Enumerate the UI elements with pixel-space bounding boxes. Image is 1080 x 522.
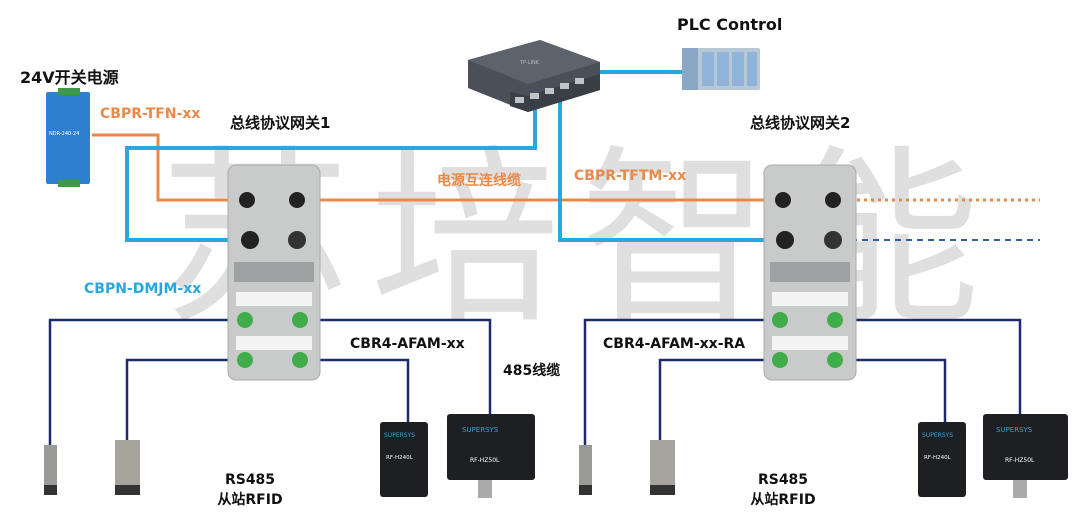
- left-group-line2: 从站RFID: [217, 492, 283, 508]
- power-supply-title: 24V开关电源: [20, 68, 119, 87]
- rfid-small-right: SUPERSYS RF-H240L: [918, 422, 966, 497]
- network-switch-device: TP-LINK: [468, 40, 600, 112]
- plc-title: PLC Control: [677, 15, 783, 34]
- rfid-large-right: SUPERSYS RF-HZ50L: [983, 414, 1068, 498]
- svg-text:RF-HZ50L: RF-HZ50L: [1005, 457, 1035, 464]
- proximity-sensors: [44, 440, 675, 495]
- right-group-line2: 从站RFID: [750, 492, 816, 508]
- gateway2-device: [763, 164, 857, 381]
- plc-device: [682, 48, 760, 90]
- rs485-cable-label: 485线缆: [503, 363, 561, 379]
- left-group-line1: RS485: [224, 472, 276, 488]
- ethernet-cable-gateway1: [125, 82, 537, 242]
- gateway2-title: 总线协议网关2: [750, 114, 851, 132]
- power-feed-cable-label: CBPR-TFN-xx: [100, 106, 201, 122]
- rfid-small-left: SUPERSYS RF-H240L: [380, 422, 428, 497]
- power-supply-device: NDR-240-24: [46, 88, 90, 187]
- svg-text:RF-H240L: RF-H240L: [386, 455, 414, 461]
- power-link-model-label: CBPR-TFTM-xx: [574, 168, 687, 184]
- gateway1-device: [227, 164, 321, 381]
- svg-text:SUPERSYS: SUPERSYS: [462, 426, 499, 434]
- rfid-readers: SUPERSYS RF-H240L SUPERSYS RF-HZ50L SUPE…: [380, 414, 1068, 498]
- sensor-cable-2-label: CBR4-AFAM-xx-RA: [603, 336, 746, 352]
- svg-text:RF-H240L: RF-H240L: [924, 455, 952, 461]
- sensor-cable-1-label: CBR4-AFAM-xx: [350, 336, 465, 352]
- ethernet-cable-label: CBPN-DMJM-xx: [84, 281, 202, 297]
- gateway1-title: 总线协议网关1: [230, 114, 331, 132]
- sensor-cables: [48, 318, 1022, 445]
- svg-text:SUPERSYS: SUPERSYS: [384, 432, 415, 439]
- right-group-line1: RS485: [757, 472, 809, 488]
- svg-text:RF-HZ50L: RF-HZ50L: [470, 457, 500, 464]
- ethernet-cables: [125, 70, 785, 242]
- switch-brand-text: TP-LINK: [519, 60, 540, 66]
- power-cables: [92, 133, 1040, 202]
- left-rfid-group-label: RS485 从站RFID: [215, 470, 285, 510]
- rfid-large-left: SUPERSYS RF-HZ50L: [447, 414, 535, 498]
- svg-text:SUPERSYS: SUPERSYS: [922, 432, 953, 439]
- right-rfid-group-label: RS485 从站RFID: [748, 470, 818, 510]
- power-supply-model-text: NDR-240-24: [49, 131, 79, 137]
- power-feed-cable: [92, 133, 247, 202]
- svg-text:SUPERSYS: SUPERSYS: [996, 426, 1033, 434]
- ethernet-cable-gateway2: [558, 85, 785, 242]
- power-link-cable-label: 电源互连线缆: [437, 173, 521, 189]
